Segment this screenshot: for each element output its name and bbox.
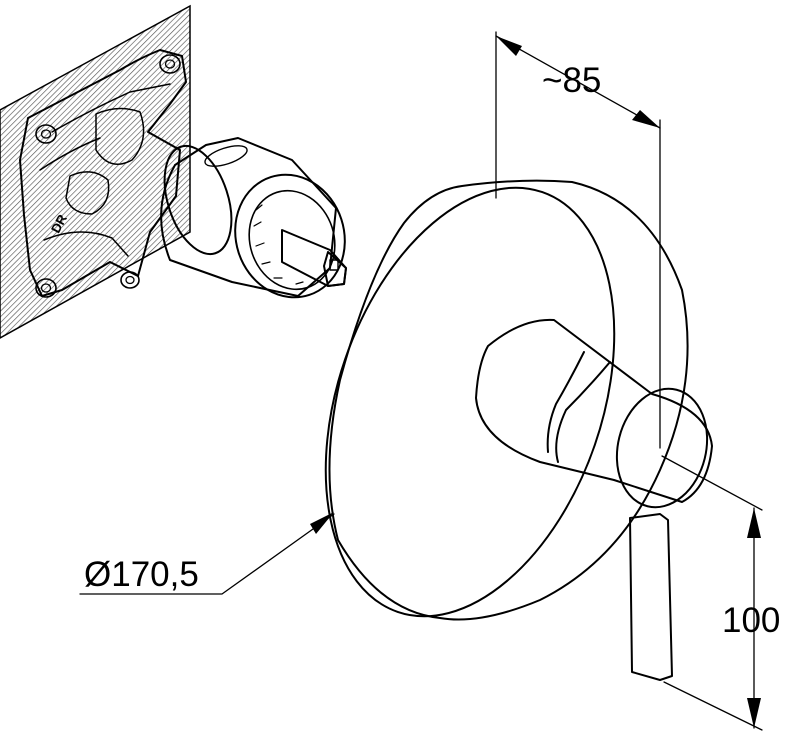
arrowhead-depth-right bbox=[632, 110, 660, 128]
mounting-wall-plate bbox=[0, 4, 191, 339]
spindle bbox=[281, 229, 347, 287]
dimension-line-depth bbox=[495, 35, 661, 129]
extension-line-top bbox=[661, 455, 763, 511]
dimension-lever-height: 100 bbox=[661, 455, 780, 731]
screw-bottom-right bbox=[120, 271, 140, 289]
leader-line-diameter bbox=[79, 513, 335, 595]
cartridge-cylinder bbox=[160, 137, 346, 299]
arrowhead-depth-left bbox=[496, 36, 522, 56]
body-flange bbox=[19, 49, 187, 297]
screw-top-right bbox=[159, 54, 181, 74]
handle-body bbox=[475, 318, 713, 509]
arrowhead-diameter bbox=[310, 512, 334, 534]
screw-bottom-left bbox=[35, 278, 57, 298]
extension-line-bottom bbox=[663, 681, 763, 731]
arrowhead-height-top bbox=[747, 508, 761, 538]
diameter-label: Ø170,5 bbox=[84, 555, 199, 594]
screw-top-left bbox=[35, 124, 57, 144]
rosette-cover-plate bbox=[324, 179, 689, 621]
arrowhead-height-bottom bbox=[747, 698, 761, 728]
lever-handle bbox=[629, 513, 673, 681]
dimension-diameter: Ø170,5 bbox=[79, 512, 335, 595]
depth-label: ~85 bbox=[542, 61, 601, 100]
concealed-installation-body: DR bbox=[0, 4, 347, 339]
dimension-depth: ~85 bbox=[495, 31, 661, 449]
lever-height-label: 100 bbox=[722, 601, 780, 640]
